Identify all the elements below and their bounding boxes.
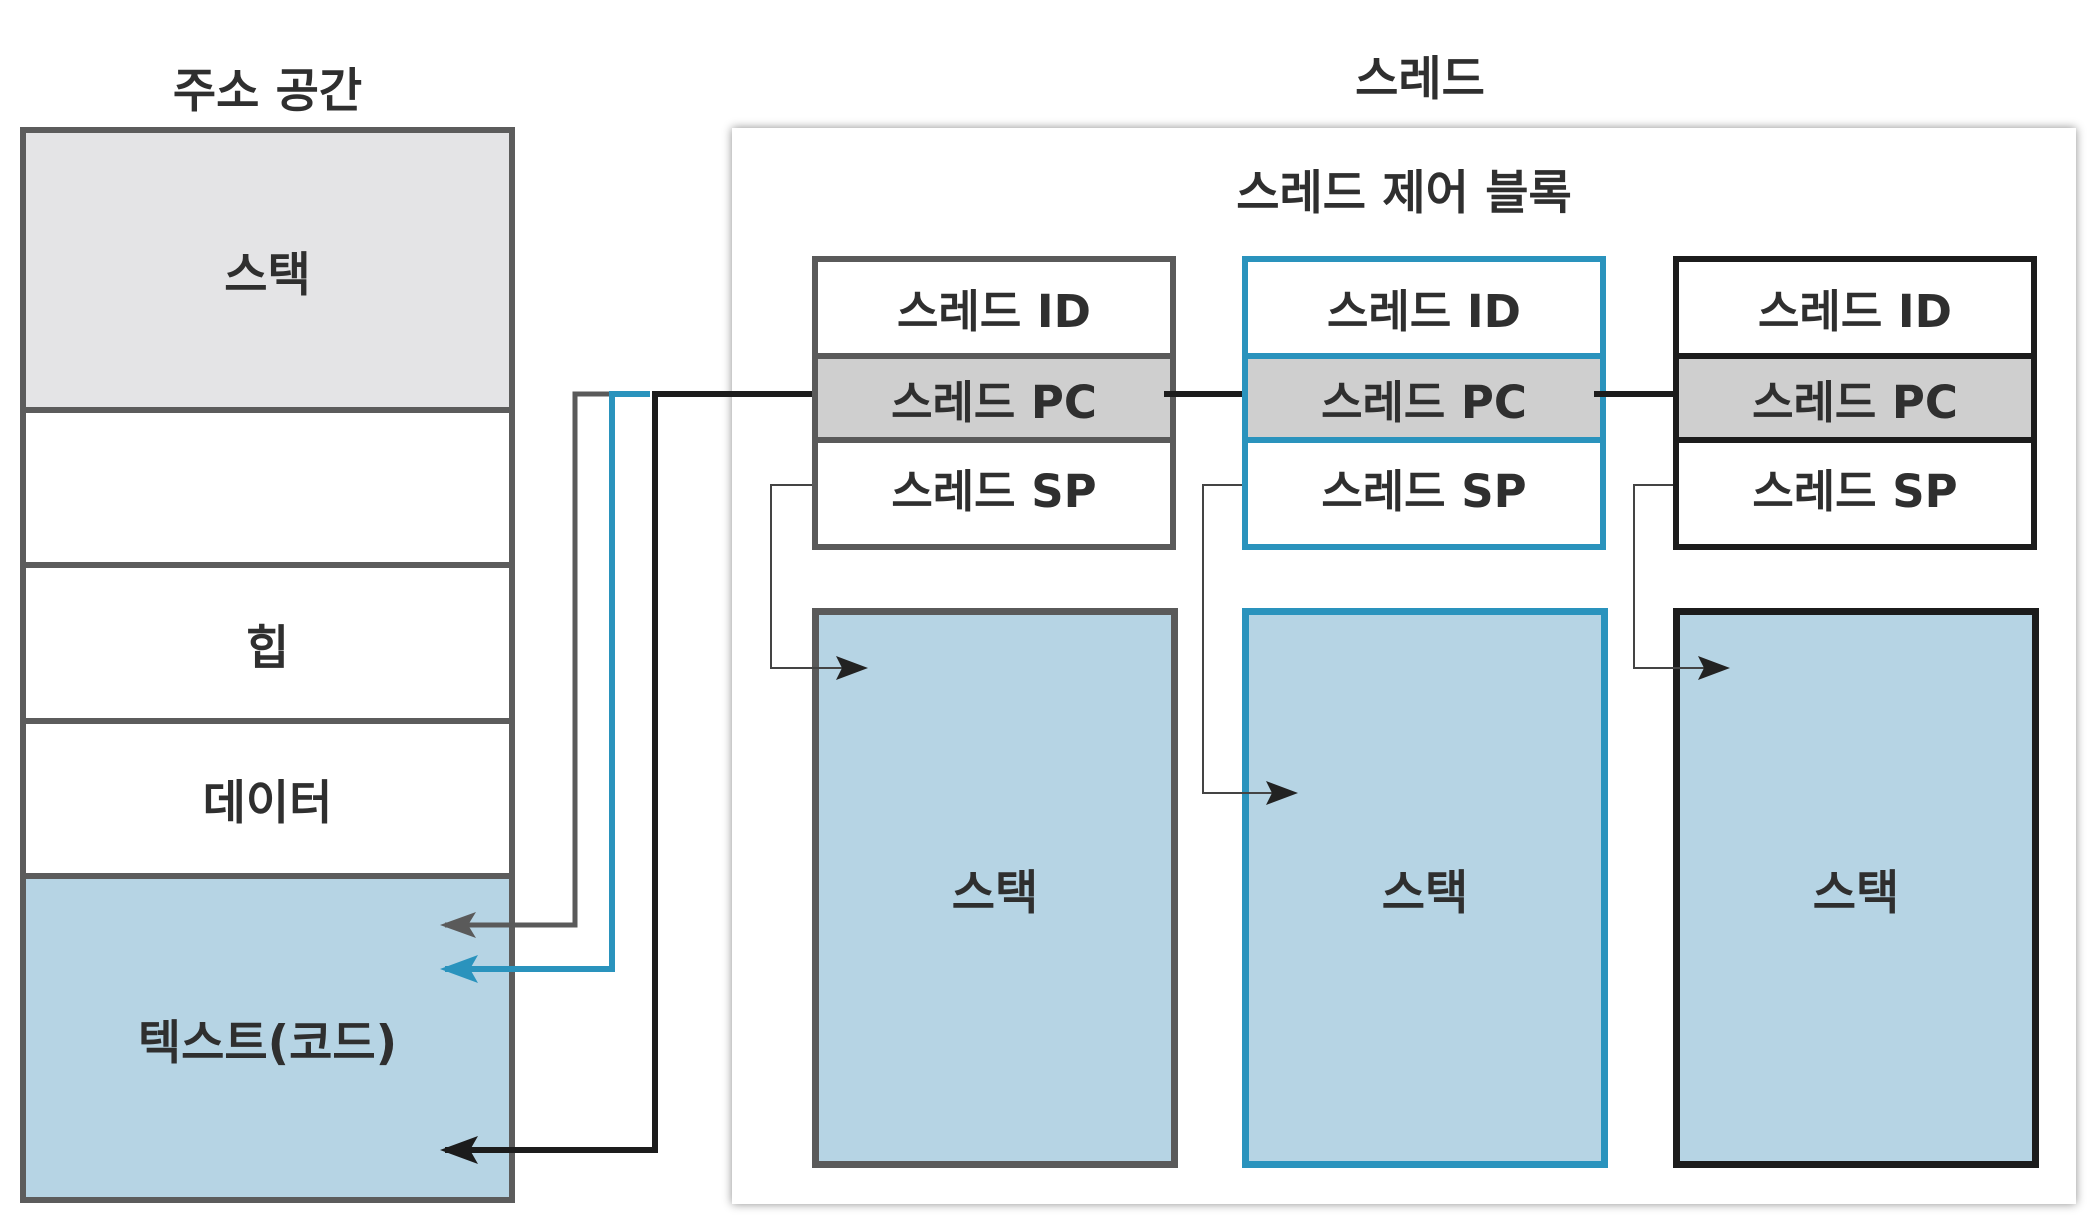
address-segment-stack: 스택 <box>26 133 509 413</box>
thread-1-stack: 스택 <box>812 608 1178 1168</box>
tcb-panel-title: 스레드 제어 블록 <box>1236 166 1572 221</box>
address-space-title: 주소 공간 <box>172 64 363 119</box>
address-segment-free <box>26 413 509 568</box>
thread-3-stack: 스택 <box>1673 608 2039 1168</box>
tcb-3-sp: 스레드 SP <box>1752 465 1958 518</box>
address-segment-data: 데이터 <box>26 724 509 879</box>
tcb-1-sp: 스레드 SP <box>891 465 1097 518</box>
tcb-2-pc: 스레드 PC <box>1248 353 1600 443</box>
tcb-3: 스레드 ID 스레드 PC 스레드 SP <box>1673 256 2037 550</box>
tcb-3-id: 스레드 ID <box>1758 285 1952 338</box>
threads-title: 스레드 <box>1355 52 1485 107</box>
address-space-box: 스택 힙 데이터 텍스트(코드) <box>20 127 515 1203</box>
address-segment-heap: 힙 <box>26 568 509 724</box>
tcb-3-pc: 스레드 PC <box>1679 353 2031 443</box>
tcb-1: 스레드 ID 스레드 PC 스레드 SP <box>812 256 1176 550</box>
tcb-1-pc: 스레드 PC <box>818 353 1170 443</box>
tcb-2: 스레드 ID 스레드 PC 스레드 SP <box>1242 256 1606 550</box>
tcb-2-sp: 스레드 SP <box>1321 465 1527 518</box>
tcb-2-id: 스레드 ID <box>1327 285 1521 338</box>
tcb-1-id: 스레드 ID <box>897 285 1091 338</box>
address-segment-text: 텍스트(코드) <box>26 879 509 1197</box>
thread-2-stack: 스택 <box>1242 608 1608 1168</box>
